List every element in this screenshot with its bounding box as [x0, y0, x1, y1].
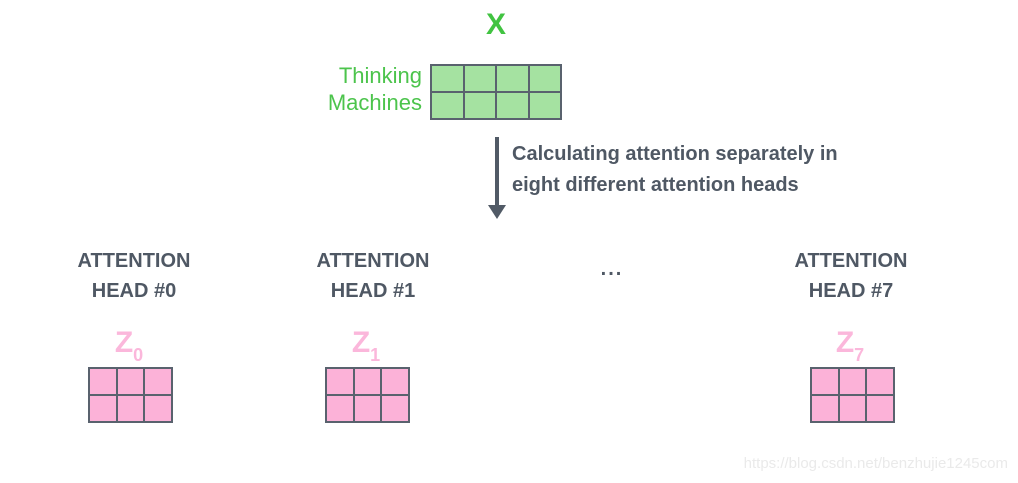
matrix-cell [117, 396, 144, 421]
z1-subscript: 1 [370, 345, 381, 365]
attention-head-0-line-1: ATTENTION [77, 250, 191, 272]
z1-label: Z1 [266, 326, 466, 364]
attention-head-7-label: ATTENTION HEAD #7 [751, 246, 951, 306]
matrix-cell [354, 369, 381, 394]
matrix-cell [117, 369, 144, 394]
matrix-cell [529, 66, 560, 91]
matrix-cell [354, 396, 381, 421]
matrix-cell [867, 396, 893, 421]
arrow-annotation-line-1: Calculating attention separately in [512, 143, 838, 165]
arrow-annotation: Calculating attention separately in eigh… [512, 139, 932, 201]
matrix-cell [867, 369, 893, 394]
input-word-1: Thinking [338, 63, 422, 88]
attention-head-7-line-2: HEAD #7 [808, 280, 894, 302]
z7-subscript: 7 [854, 345, 865, 365]
matrix-cell [90, 396, 116, 421]
heads-ellipsis: ... [600, 258, 624, 280]
z0-base: Z [114, 326, 134, 359]
matrix-cell [839, 396, 866, 421]
matrix-cell [497, 93, 528, 118]
matrix-cell [145, 369, 171, 394]
matrix-cell [497, 66, 528, 91]
input-word-labels: Thinking Machines [222, 62, 422, 116]
input-matrix [430, 64, 562, 120]
input-word-2: Machines [327, 90, 422, 115]
z0-matrix [88, 367, 173, 423]
matrix-cell [464, 93, 495, 118]
matrix-cell [327, 396, 353, 421]
matrix-cell [812, 369, 838, 394]
z7-label: Z7 [750, 326, 950, 364]
attention-head-1-line-1: ATTENTION [316, 250, 430, 272]
down-arrow-head-icon [488, 205, 506, 219]
watermark-url: https://blog.csdn.net/benzhujie1245com [743, 455, 1008, 472]
z0-subscript: 0 [133, 345, 144, 365]
matrix-cell [327, 369, 353, 394]
z1-base: Z [351, 326, 371, 359]
matrix-cell [145, 396, 171, 421]
z7-matrix [810, 367, 895, 423]
matrix-cell [90, 369, 116, 394]
matrix-cell [529, 93, 560, 118]
attention-head-0-line-2: HEAD #0 [91, 280, 177, 302]
matrix-cell [432, 93, 463, 118]
matrix-cell [382, 369, 408, 394]
attention-head-1-label: ATTENTION HEAD #1 [273, 246, 473, 306]
matrix-cell [464, 66, 495, 91]
attention-head-0-label: ATTENTION HEAD #0 [34, 246, 234, 306]
z7-base: Z [835, 326, 855, 359]
matrix-cell [812, 396, 838, 421]
matrix-cell [432, 66, 463, 91]
z1-matrix [325, 367, 410, 423]
matrix-cell [839, 369, 866, 394]
down-arrow-line [495, 137, 499, 206]
attention-head-7-line-1: ATTENTION [794, 250, 908, 272]
arrow-annotation-line-2: eight different attention heads [512, 174, 799, 196]
attention-head-1-line-2: HEAD #1 [330, 280, 416, 302]
input-matrix-title: X [485, 8, 506, 41]
z0-label: Z0 [29, 326, 229, 364]
matrix-cell [382, 396, 408, 421]
